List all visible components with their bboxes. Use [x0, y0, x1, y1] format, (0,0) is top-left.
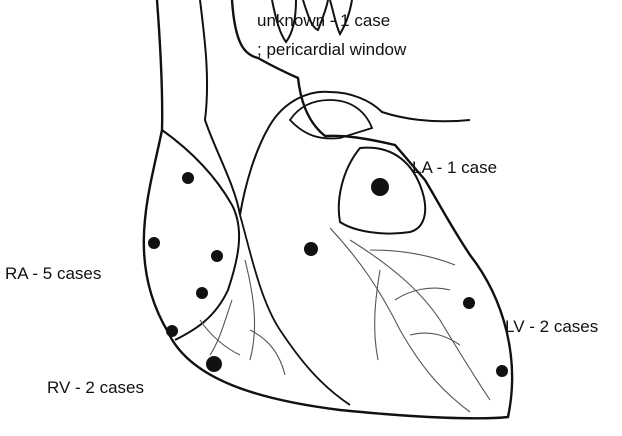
- marker-ra-5: [166, 325, 178, 337]
- label-left-atrium: LA - 1 case: [412, 158, 497, 178]
- heart-outline: [144, 0, 512, 418]
- right-atrium-outline: [162, 130, 239, 340]
- pulmonary-trunk: [290, 100, 372, 138]
- marker-ra-4: [196, 287, 208, 299]
- interventricular-line: [240, 215, 350, 405]
- marker-ra-3: [211, 250, 223, 262]
- marker-ra-2: [148, 237, 160, 249]
- marker-rv-1: [304, 242, 318, 256]
- marker-ra-1: [182, 172, 194, 184]
- marker-lv-1: [463, 297, 475, 309]
- lesion-markers: [148, 172, 508, 377]
- label-left-ventricle: LV - 2 cases: [505, 317, 598, 337]
- label-pericardial-window: ; pericardial window: [257, 40, 406, 60]
- coronary-vessels: [200, 228, 490, 412]
- marker-lv-2: [496, 365, 508, 377]
- label-unknown-case: unknown - 1 case: [257, 11, 390, 31]
- label-right-ventricle: RV - 2 cases: [47, 378, 144, 398]
- marker-rv-2: [206, 356, 222, 372]
- aortic-arch: [200, 0, 470, 215]
- label-right-atrium: RA - 5 cases: [5, 264, 101, 284]
- marker-la: [371, 178, 389, 196]
